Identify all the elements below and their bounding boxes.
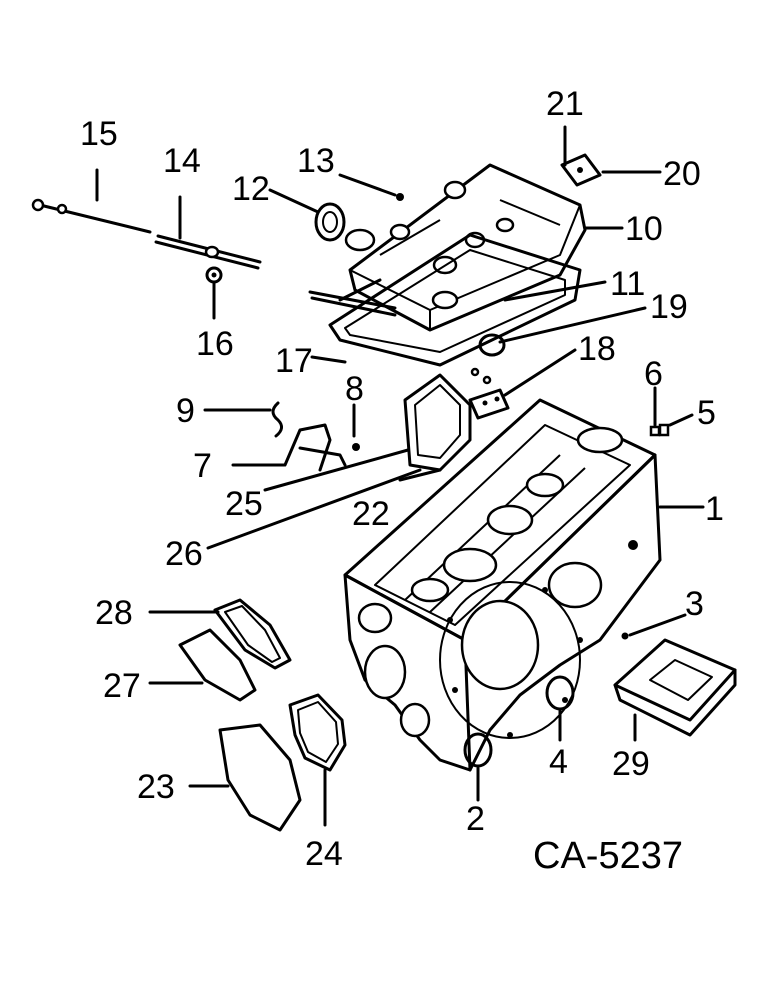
gasket-27 — [178, 628, 257, 702]
callout-18: 18 — [578, 330, 616, 368]
washer-16 — [205, 266, 223, 284]
callout-2: 2 — [466, 800, 485, 838]
inspection-cover-26 — [403, 373, 472, 472]
callout-7: 7 — [193, 447, 212, 485]
plug-5-6 — [649, 423, 670, 437]
plug-13 — [396, 193, 404, 201]
bolt-3 — [621, 632, 629, 640]
callout-22: 22 — [352, 495, 390, 533]
seal-4 — [545, 675, 575, 711]
gasket-24 — [288, 693, 347, 772]
transmission-housing — [343, 398, 662, 772]
spring-9 — [271, 401, 283, 438]
callout-27: 27 — [103, 667, 141, 705]
callout-28: 28 — [95, 594, 133, 632]
callout-23: 23 — [137, 768, 175, 806]
callout-16: 16 — [196, 325, 234, 363]
drawing-code: CA-5237 — [533, 835, 683, 877]
gasket-28 — [213, 598, 292, 670]
callout-12: 12 — [232, 170, 270, 208]
callout-4: 4 — [549, 743, 568, 781]
callout-25: 25 — [225, 485, 263, 523]
shaft-14 — [154, 234, 262, 270]
cover-gasket — [328, 233, 582, 367]
callout-17: 17 — [275, 342, 313, 380]
fork-7 — [283, 423, 347, 472]
callout-labels: 1 2 3 4 5 6 7 8 9 10 11 12 13 14 15 16 1… — [80, 85, 724, 873]
callout-6: 6 — [644, 355, 663, 393]
callout-1: 1 — [705, 490, 724, 528]
seal-2 — [463, 732, 493, 768]
callout-19: 19 — [650, 288, 688, 326]
oil-pan-29 — [613, 638, 737, 737]
bracket-18 — [468, 367, 510, 420]
callout-10: 10 — [625, 210, 663, 248]
callout-24: 24 — [305, 835, 343, 873]
shift-lever — [308, 278, 397, 317]
ball-8 — [352, 443, 360, 451]
callout-15: 15 — [80, 115, 118, 153]
leader-lines — [95, 125, 705, 827]
callout-3: 3 — [685, 585, 704, 623]
callout-11: 11 — [610, 265, 645, 303]
callout-29: 29 — [612, 745, 650, 783]
callout-5: 5 — [697, 394, 716, 432]
seal-12 — [314, 202, 346, 242]
gasket-23 — [218, 723, 302, 832]
callout-13: 13 — [297, 142, 335, 180]
rod-15 — [31, 198, 152, 234]
callout-20: 20 — [663, 155, 701, 193]
plate-20 — [560, 153, 602, 187]
callout-26: 26 — [165, 535, 203, 573]
callout-21: 21 — [546, 85, 584, 123]
ring-19 — [478, 333, 506, 357]
callout-8: 8 — [345, 370, 364, 408]
callout-14: 14 — [163, 142, 201, 180]
callout-9: 9 — [176, 392, 195, 430]
